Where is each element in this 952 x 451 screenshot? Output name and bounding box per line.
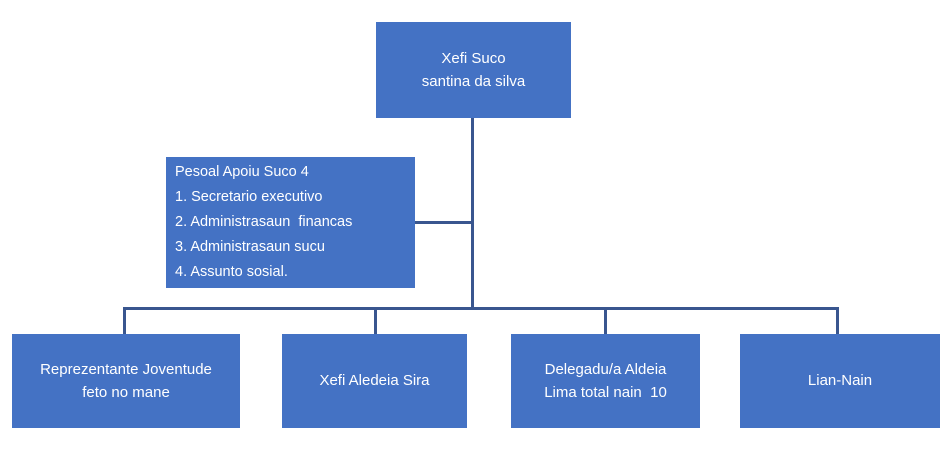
node-xefi-suco[interactable]: Xefi Suco santina da silva bbox=[376, 22, 571, 118]
node-xefi-aledeia-sira[interactable]: Xefi Aledeia Sira bbox=[282, 334, 467, 428]
connector-drop-delegates bbox=[604, 307, 607, 334]
node-delegadu-aldeia[interactable]: Delegadu/a Aldeia Lima total nain 10 bbox=[511, 334, 700, 428]
node-reprezentante-joventude[interactable]: Reprezentante Joventude feto no mane bbox=[12, 334, 240, 428]
node-lian-nain-line1: Lian-Nain bbox=[807, 372, 873, 390]
connector-horizontal-bus bbox=[123, 307, 839, 310]
connector-drop-lian-nain bbox=[836, 307, 839, 334]
node-hamlet-chiefs-line1: Xefi Aledeia Sira bbox=[319, 372, 430, 390]
staff-item-2: 2. Administrasaun financas bbox=[175, 214, 353, 231]
staff-heading: Pesoal Apoiu Suco 4 bbox=[175, 164, 309, 181]
staff-item-4: 4. Assunto sosial. bbox=[175, 263, 288, 280]
node-delegates-line1: Delegadu/a Aldeia bbox=[544, 360, 667, 378]
node-pesoal-apoiu-suco[interactable]: Pesoal Apoiu Suco 4 1. Secretario execut… bbox=[166, 157, 415, 288]
node-root-title: Xefi Suco bbox=[441, 49, 506, 67]
node-youth-line1: Reprezentante Joventude bbox=[40, 360, 212, 378]
connector-root-trunk bbox=[471, 118, 474, 310]
node-root-name: santina da silva bbox=[421, 73, 526, 90]
staff-item-1: 1. Secretario executivo bbox=[175, 189, 323, 206]
connector-drop-youth bbox=[123, 307, 126, 334]
node-youth-line2: feto no mane bbox=[82, 384, 170, 401]
connector-drop-hamlet-chiefs bbox=[374, 307, 377, 334]
node-delegates-line2: Lima total nain 10 bbox=[544, 384, 667, 401]
connector-staff-arm bbox=[415, 221, 472, 224]
staff-item-3: 3. Administrasaun sucu bbox=[175, 238, 325, 255]
node-lian-nain[interactable]: Lian-Nain bbox=[740, 334, 940, 428]
